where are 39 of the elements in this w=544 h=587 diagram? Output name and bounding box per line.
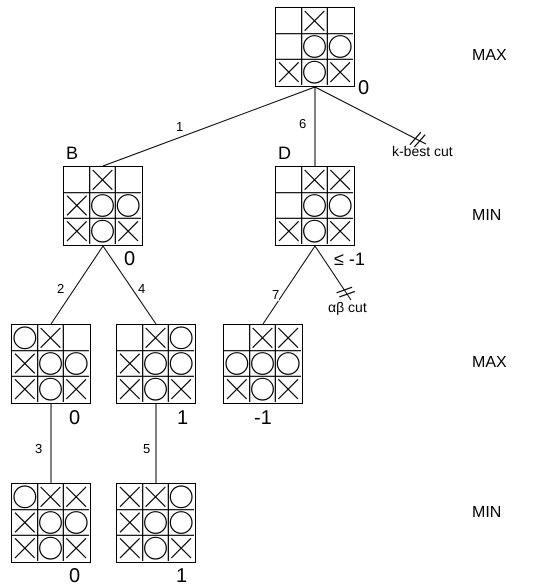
node-name: D xyxy=(278,144,291,162)
tic-tac-toe-board xyxy=(223,324,303,404)
edge-label: 5 xyxy=(143,442,150,455)
node-value: 1 xyxy=(177,408,188,428)
node-value: 0 xyxy=(124,249,136,269)
node-value: -1 xyxy=(254,408,272,428)
tic-tac-toe-board xyxy=(275,7,355,87)
tic-tac-toe-board xyxy=(116,324,196,404)
edge-label: 3 xyxy=(35,442,42,455)
tree-edge xyxy=(102,86,316,166)
tic-tac-toe-board xyxy=(116,483,196,563)
tic-tac-toe-board xyxy=(11,324,91,404)
tree-edge xyxy=(262,246,316,324)
node-value: ≤ -1 xyxy=(334,250,365,268)
tree-edge xyxy=(50,246,104,324)
tree-edge xyxy=(102,246,156,324)
node-value: 0 xyxy=(69,408,80,428)
edge-label: 1 xyxy=(176,120,184,133)
cut-label: k-best cut xyxy=(392,144,453,158)
tree-edge xyxy=(50,404,52,484)
node-name: B xyxy=(66,144,78,162)
tic-tac-toe-board xyxy=(63,166,143,246)
node-value: 1 xyxy=(176,566,188,586)
edge-label: 4 xyxy=(138,282,146,295)
edge-label: 7 xyxy=(272,288,280,301)
edge-label: 2 xyxy=(57,282,64,295)
node-value: 0 xyxy=(69,566,80,586)
cut-label: αβ cut xyxy=(328,300,367,314)
node-value: 0 xyxy=(358,78,370,98)
cut-line xyxy=(314,86,426,148)
level-label: MIN xyxy=(472,208,502,224)
tic-tac-toe-board xyxy=(11,483,91,563)
level-label: MAX xyxy=(472,355,507,371)
edge-label: 6 xyxy=(299,117,306,130)
level-label: MIN xyxy=(472,505,502,521)
tic-tac-toe-board xyxy=(275,166,355,246)
tree-edge xyxy=(314,86,316,166)
cut-line xyxy=(314,246,356,300)
level-label: MAX xyxy=(472,48,507,64)
